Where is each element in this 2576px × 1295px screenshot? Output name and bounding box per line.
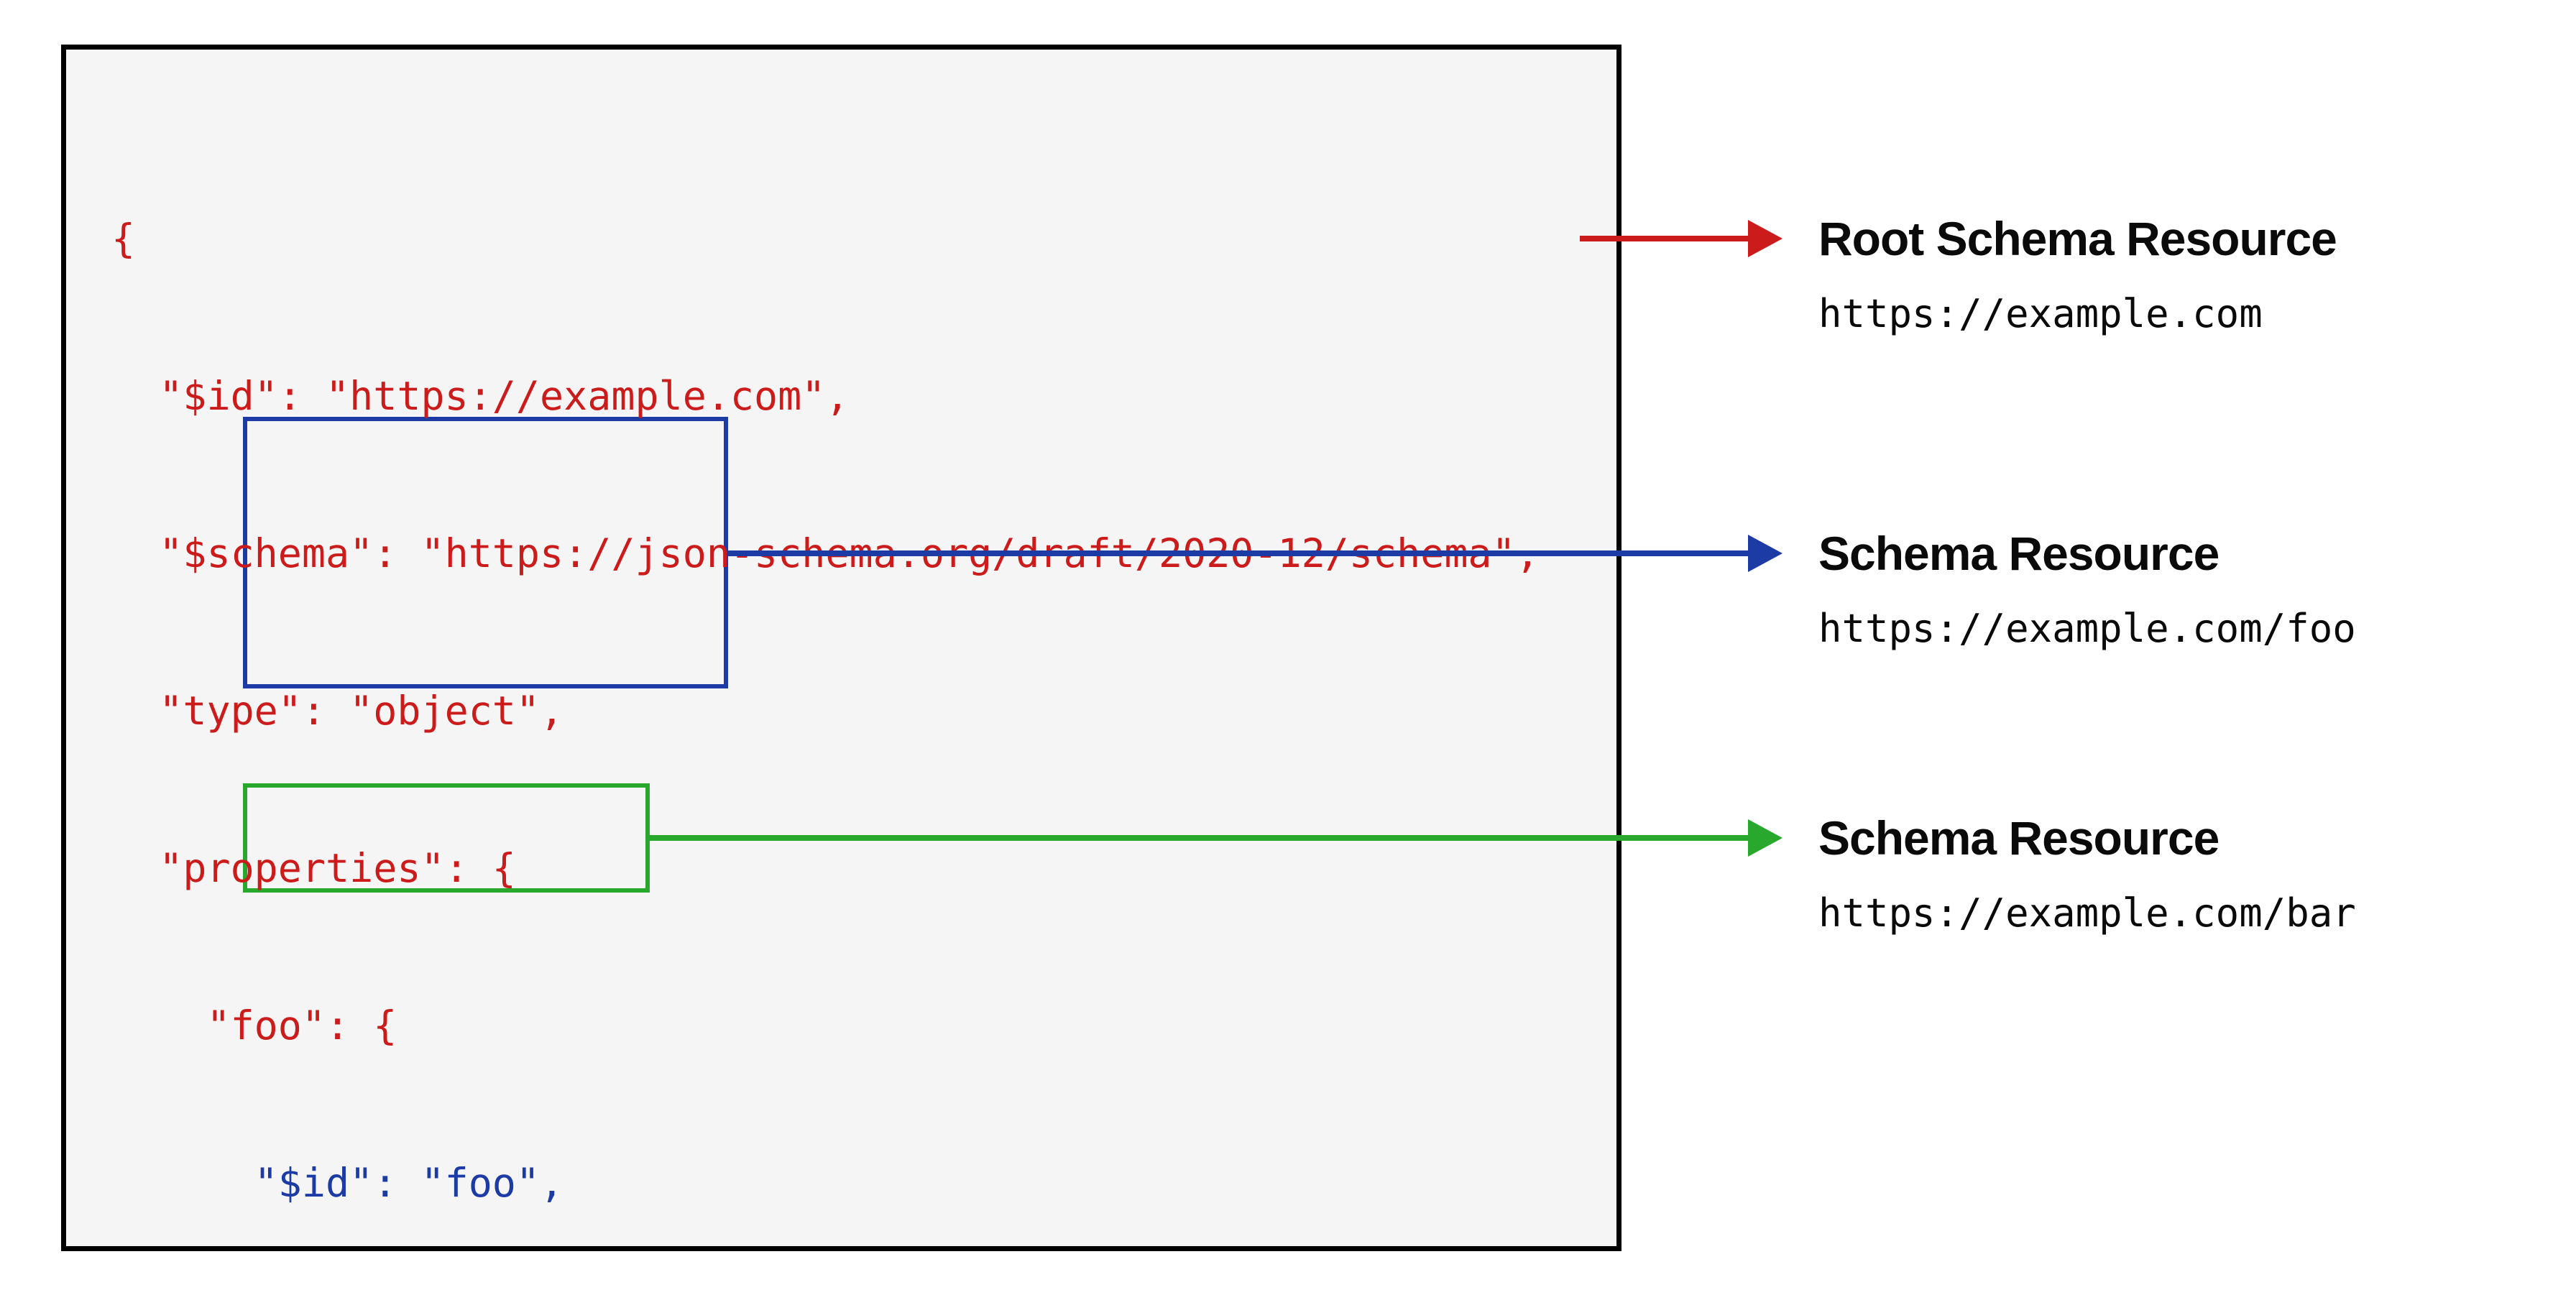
arrow-head-icon — [1748, 220, 1782, 257]
bar-schema-annotation: Schema Resource https://example.com/bar — [1818, 809, 2544, 937]
annotation-title: Schema Resource — [1818, 527, 2220, 580]
foo-schema-annotation: Schema Resource https://example.com/foo — [1818, 525, 2544, 653]
code-line: "properties": { — [111, 845, 516, 891]
code-line: "$id": "https://example.com", — [111, 373, 850, 419]
json-schema-code: { "$id": "https://example.com", "$schema… — [111, 108, 1540, 1295]
arrow-shaft — [650, 835, 1751, 841]
arrow-shaft — [728, 550, 1751, 556]
annotation-url: https://example.com — [1818, 291, 2263, 336]
arrow-head-icon — [1748, 819, 1782, 857]
code-line: "foo": { — [111, 1003, 397, 1049]
foo-schema-resource-box — [243, 417, 728, 688]
arrow-shaft — [1580, 236, 1751, 241]
annotation-url: https://example.com/bar — [1818, 890, 2356, 936]
annotation-url: https://example.com/foo — [1818, 606, 2356, 651]
code-line: { — [111, 216, 136, 262]
code-line: "$id": "foo", — [111, 1160, 564, 1206]
arrow-head-icon — [1748, 535, 1782, 572]
annotation-title: Schema Resource — [1818, 811, 2220, 865]
schema-document-panel — [61, 45, 1622, 1251]
bar-schema-resource-box — [243, 783, 650, 893]
annotation-title: Root Schema Resource — [1818, 212, 2337, 265]
code-line: "type": "object", — [111, 688, 564, 734]
root-schema-annotation: Root Schema Resource https://example.com — [1818, 210, 2544, 338]
